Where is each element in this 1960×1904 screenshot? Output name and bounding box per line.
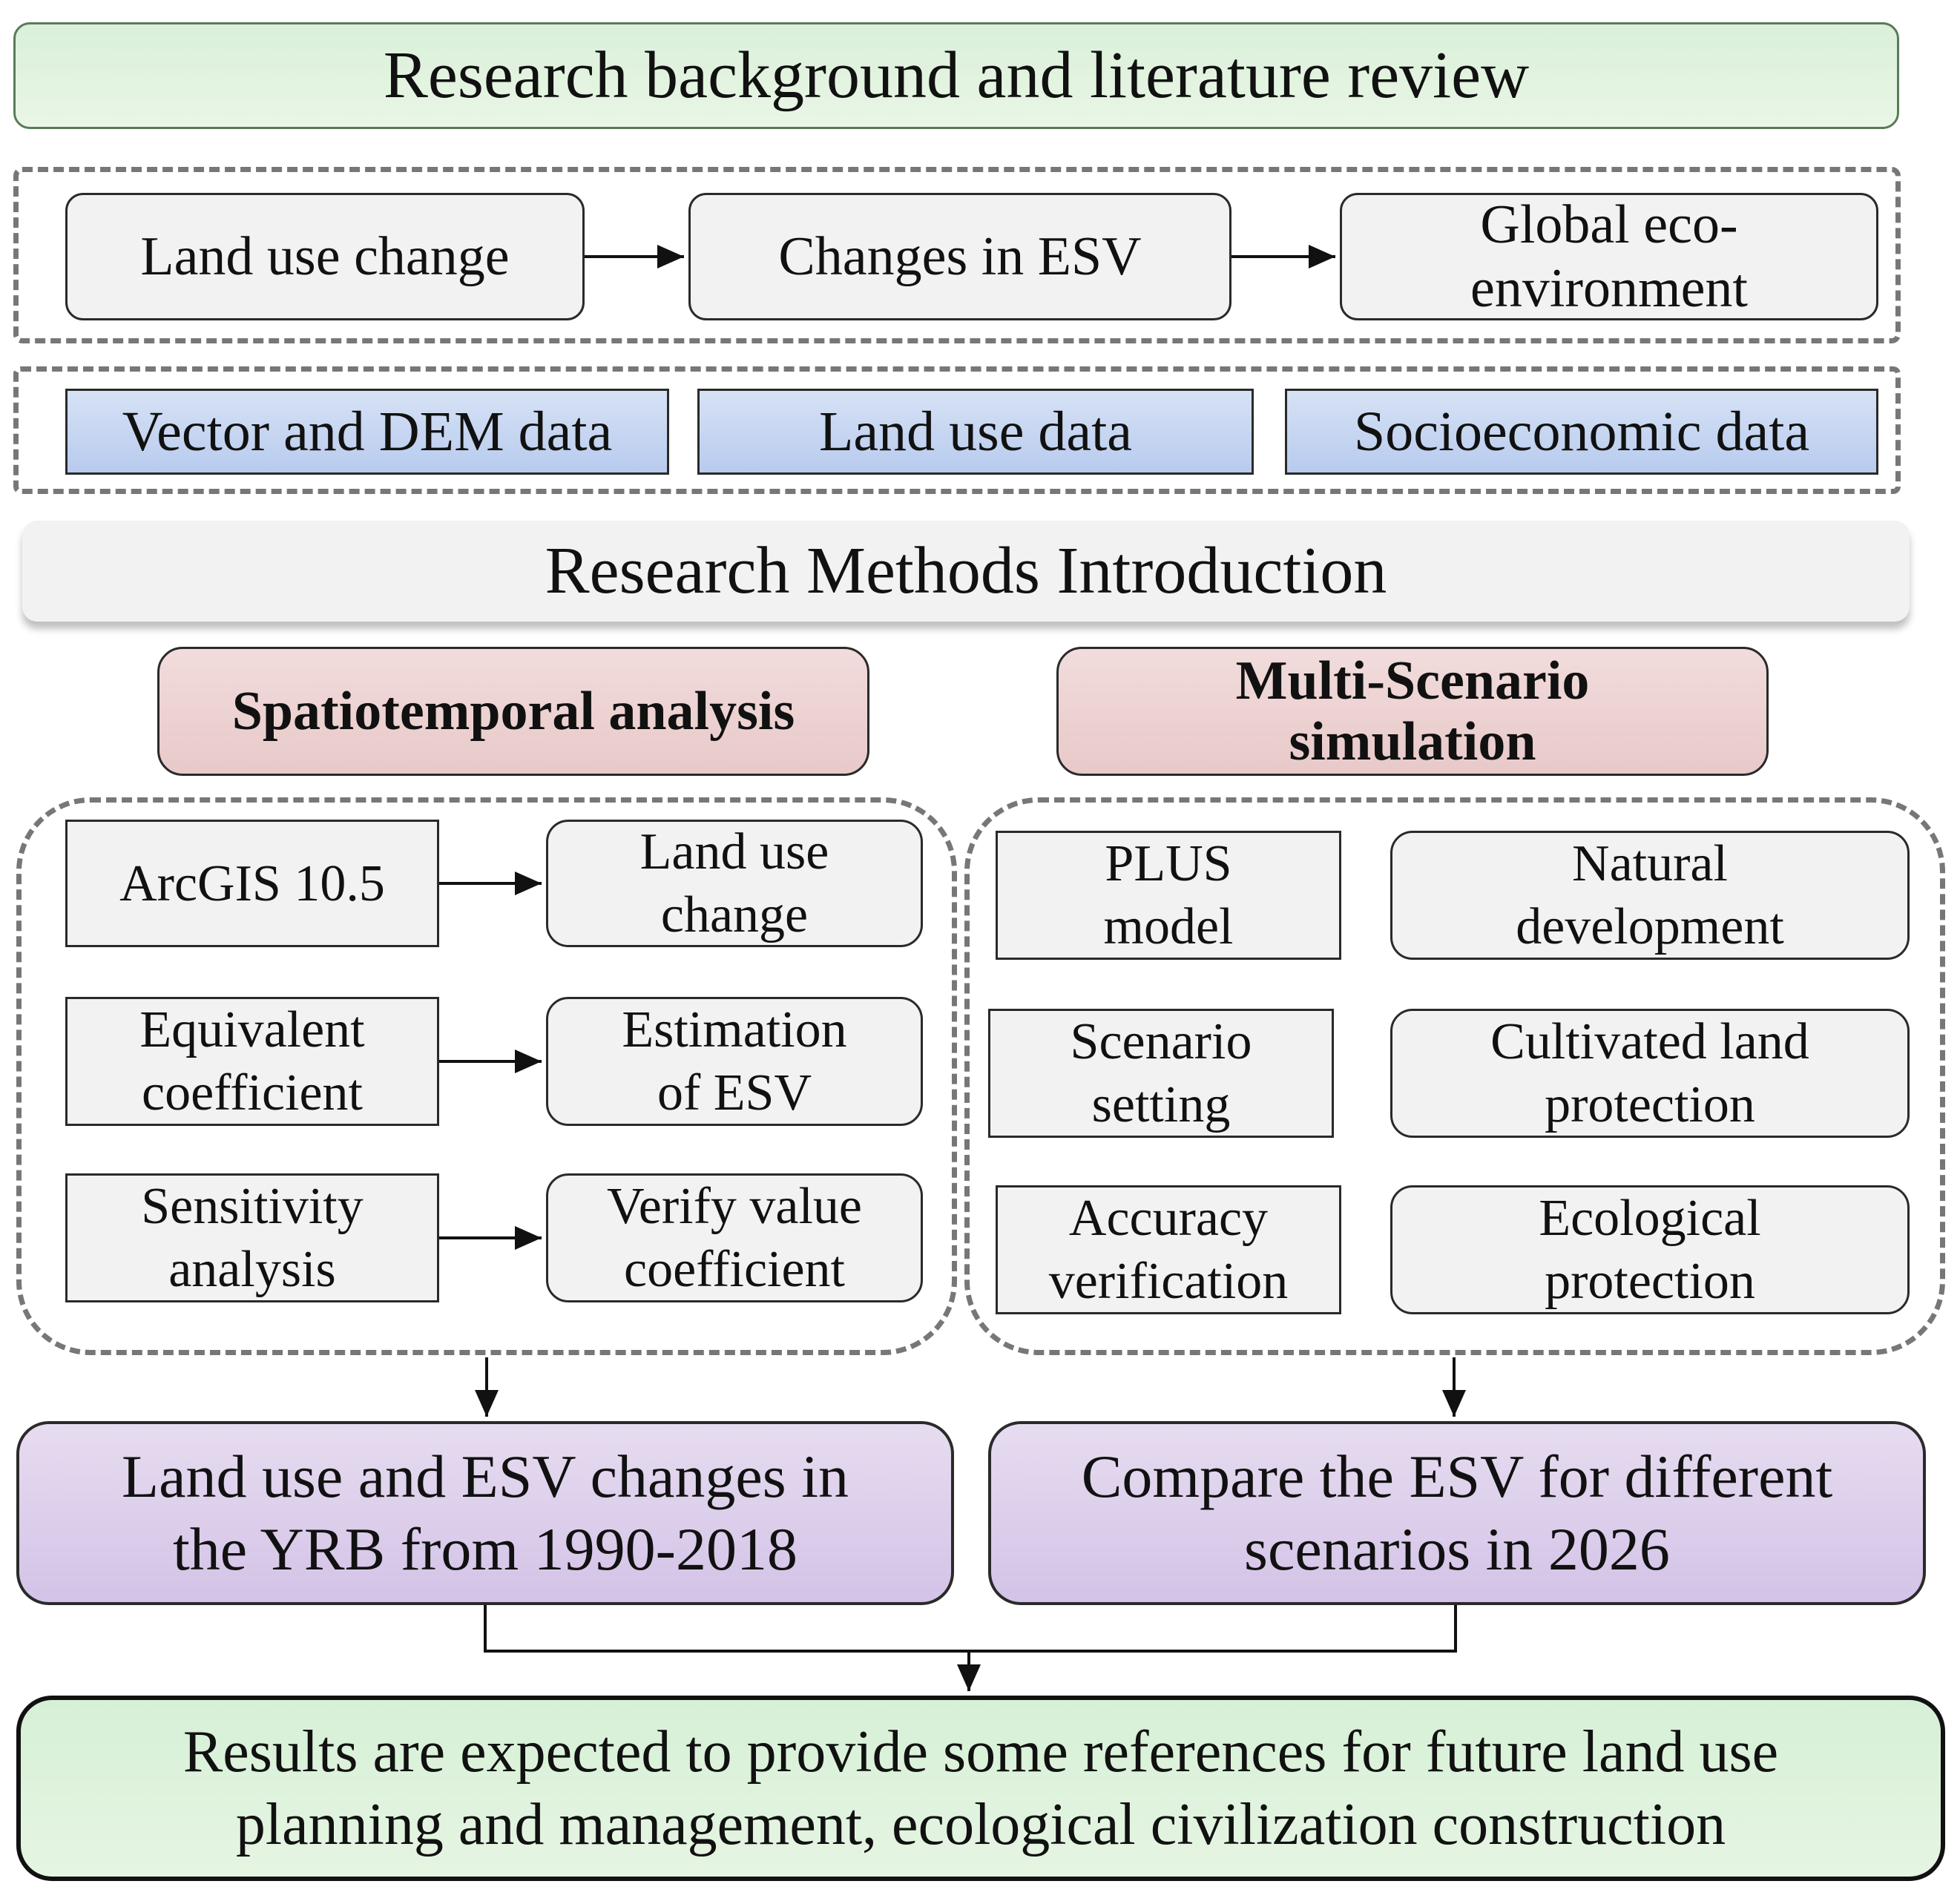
research-methods-label: Research Methods Introduction xyxy=(545,534,1387,607)
global-eco-environment-line2: environment xyxy=(1470,258,1748,319)
scenario-setting-box: Scenario setting xyxy=(988,1009,1334,1138)
cultivated-land-protection-line2: protection xyxy=(1545,1076,1755,1133)
research-background-box: Research background and literature revie… xyxy=(13,22,1899,129)
natural-development-line1: Natural xyxy=(1572,835,1728,892)
equivalent-coefficient-line2: coefficient xyxy=(142,1064,363,1121)
cultivated-land-protection-line1: Cultivated land xyxy=(1490,1013,1809,1070)
scenario-setting-line2: setting xyxy=(1091,1076,1231,1133)
spatiotemporal-group-frame xyxy=(16,797,957,1355)
scenario-setting-line1: Scenario xyxy=(1070,1013,1252,1070)
land-use-esv-changes-box: Land use and ESV changes in the YRB from… xyxy=(16,1421,954,1605)
estimation-of-esv-line2: of ESV xyxy=(657,1064,812,1121)
equivalent-coefficient-box: Equivalent coefficient xyxy=(65,997,439,1126)
ecological-protection-line1: Ecological xyxy=(1539,1190,1761,1247)
accuracy-verification-line1: Accuracy xyxy=(1068,1190,1269,1247)
plus-model-line1: PLUS xyxy=(1105,835,1232,892)
accuracy-verification-box: Accuracy verification xyxy=(996,1185,1341,1314)
land-use-change-box: Land use change xyxy=(65,193,585,320)
merge-connector xyxy=(484,1605,1457,1653)
arcgis-box: ArcGIS 10.5 xyxy=(65,820,439,947)
equivalent-coefficient-line1: Equivalent xyxy=(139,1001,365,1058)
spatiotemporal-analysis-label: Spatiotemporal analysis xyxy=(231,681,795,742)
compare-esv-scenarios-box: Compare the ESV for different scenarios … xyxy=(988,1421,1926,1605)
natural-development-line2: development xyxy=(1516,898,1784,955)
socioeconomic-data-box: Socioeconomic data xyxy=(1285,389,1878,475)
verify-value-coefficient-box: Verify value coefficient xyxy=(546,1173,923,1302)
socioeconomic-data-label: Socioeconomic data xyxy=(1353,401,1810,463)
simulation-group-frame xyxy=(964,797,1945,1355)
compare-esv-scenarios-line2: scenarios in 2026 xyxy=(1244,1515,1670,1583)
compare-esv-scenarios-line1: Compare the ESV for different xyxy=(1081,1443,1833,1510)
changes-in-esv-box: Changes in ESV xyxy=(688,193,1231,320)
natural-development-box: Natural development xyxy=(1390,831,1910,960)
estimation-of-esv-line1: Estimation xyxy=(622,1001,847,1058)
land-use-change-result-box: Land use change xyxy=(546,820,923,947)
flow-row-frame xyxy=(13,167,1901,343)
changes-in-esv-label: Changes in ESV xyxy=(778,226,1142,287)
verify-value-coefficient-line1: Verify value xyxy=(606,1178,863,1235)
ecological-protection-line2: protection xyxy=(1545,1253,1755,1310)
land-use-change-result-line1: Land use xyxy=(639,823,829,880)
estimation-of-esv-box: Estimation of ESV xyxy=(546,997,923,1126)
vector-dem-data-label: Vector and DEM data xyxy=(122,401,613,463)
land-use-change-result-line2: change xyxy=(660,886,809,943)
land-use-data-label: Land use data xyxy=(818,401,1133,463)
data-row-frame xyxy=(13,366,1901,494)
conclusion-line1: Results are expected to provide some ref… xyxy=(182,1719,1779,1785)
sensitivity-analysis-box: Sensitivity analysis xyxy=(65,1173,439,1302)
land-use-esv-changes-line2: the YRB from 1990-2018 xyxy=(173,1515,798,1583)
research-methods-banner: Research Methods Introduction xyxy=(22,521,1910,622)
accuracy-verification-line2: verification xyxy=(1048,1253,1289,1310)
vector-dem-data-box: Vector and DEM data xyxy=(65,389,669,475)
land-use-esv-changes-line1: Land use and ESV changes in xyxy=(122,1443,849,1510)
multi-scenario-label-line2: simulation xyxy=(1289,711,1536,772)
sensitivity-analysis-line2: analysis xyxy=(168,1241,336,1298)
conclusion-line2: planning and management, ecological civi… xyxy=(235,1792,1726,1857)
conclusion-box: Results are expected to provide some ref… xyxy=(16,1696,1945,1881)
arcgis-label: ArcGIS 10.5 xyxy=(119,854,385,912)
land-use-data-box: Land use data xyxy=(697,389,1254,475)
verify-value-coefficient-line2: coefficient xyxy=(624,1241,845,1298)
global-eco-environment-box: Global eco- environment xyxy=(1340,193,1878,320)
multi-scenario-label-line1: Multi-Scenario xyxy=(1235,650,1590,711)
global-eco-environment-line1: Global eco- xyxy=(1480,194,1738,255)
sensitivity-analysis-line1: Sensitivity xyxy=(141,1178,364,1235)
land-use-change-label: Land use change xyxy=(140,226,510,287)
multi-scenario-simulation-box: Multi-Scenario simulation xyxy=(1056,647,1769,776)
plus-model-box: PLUS model xyxy=(996,831,1341,960)
ecological-protection-box: Ecological protection xyxy=(1390,1185,1910,1314)
cultivated-land-protection-box: Cultivated land protection xyxy=(1390,1009,1910,1138)
research-background-label: Research background and literature revie… xyxy=(383,39,1530,112)
spatiotemporal-analysis-box: Spatiotemporal analysis xyxy=(157,647,869,776)
plus-model-line2: model xyxy=(1103,898,1234,955)
